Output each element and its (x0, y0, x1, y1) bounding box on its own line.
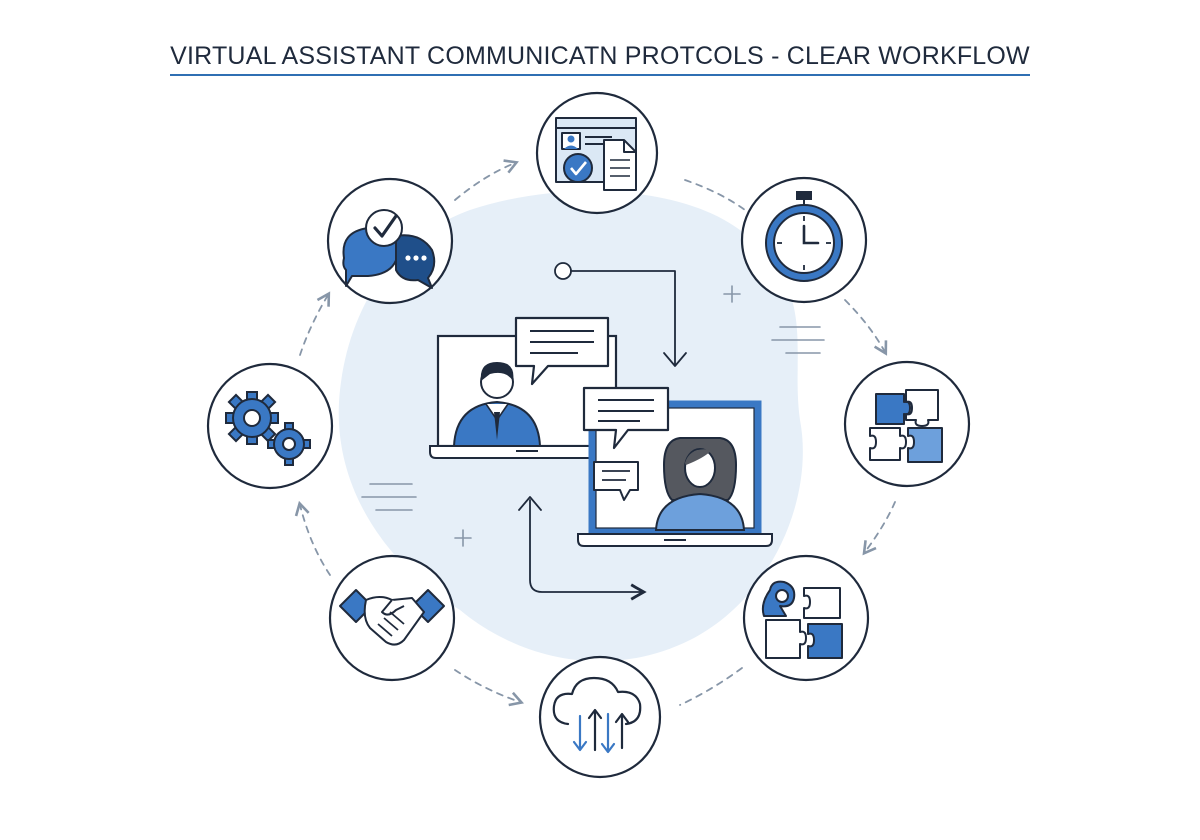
center-connectors (518, 262, 687, 601)
handshake-icon (339, 589, 445, 646)
arrow-up-right (529, 499, 647, 601)
man-avatar-icon (452, 362, 542, 447)
speech-bubble-icon (582, 386, 670, 450)
gears-icon (225, 391, 311, 466)
speed-lines-left (361, 483, 417, 511)
speech-bubble-icon (514, 316, 610, 386)
speed-lines-right (771, 326, 825, 354)
small-gear (267, 422, 311, 466)
arrow-up-head (518, 496, 542, 511)
arrow-down (570, 270, 676, 366)
node-cloud-sync (538, 655, 662, 779)
cycle-arrows (294, 159, 896, 707)
puzzle-icon (869, 389, 943, 463)
puzzle-pieces-icon (761, 580, 843, 659)
node-documents (535, 91, 659, 215)
woman-avatar-icon (654, 437, 746, 531)
large-gear (225, 391, 279, 445)
plus-icon (723, 285, 741, 303)
plus-icon (454, 529, 472, 547)
cloud-sync-icon (552, 676, 642, 754)
arrow-documents-to-timer (684, 179, 746, 211)
diagram-title: VIRTUAL ASSISTANT COMMUNICATN PROTCOLS -… (0, 42, 1200, 76)
node-handshake (328, 554, 456, 682)
node-puzzle-bottom (742, 554, 870, 682)
arrow-chat-to-documents (454, 159, 519, 201)
arrow-timer-to-puzzle (844, 299, 888, 356)
stopwatch-icon (765, 191, 843, 282)
node-puzzle-top (843, 360, 971, 488)
arrow-down-head (663, 352, 687, 367)
node-chat-approval (326, 177, 454, 305)
arrow-handshake-to-cloud (454, 669, 525, 707)
arrow-puzzle-to-puzzle2 (862, 501, 896, 556)
connector-start-dot (554, 262, 572, 280)
arrow-gears-to-chat (299, 291, 331, 356)
arrow-puzzle2-to-cloud (679, 667, 743, 706)
document-checklist-icon (555, 117, 637, 191)
diagram-title-text: VIRTUAL ASSISTANT COMMUNICATN PROTCOLS -… (170, 42, 1030, 76)
arrow-handshake-to-gears (294, 500, 331, 576)
node-timer (740, 176, 868, 304)
node-settings (206, 362, 334, 490)
speech-bubble-icon (593, 461, 639, 501)
chat-check-icon (342, 209, 436, 289)
decorations (361, 285, 825, 547)
